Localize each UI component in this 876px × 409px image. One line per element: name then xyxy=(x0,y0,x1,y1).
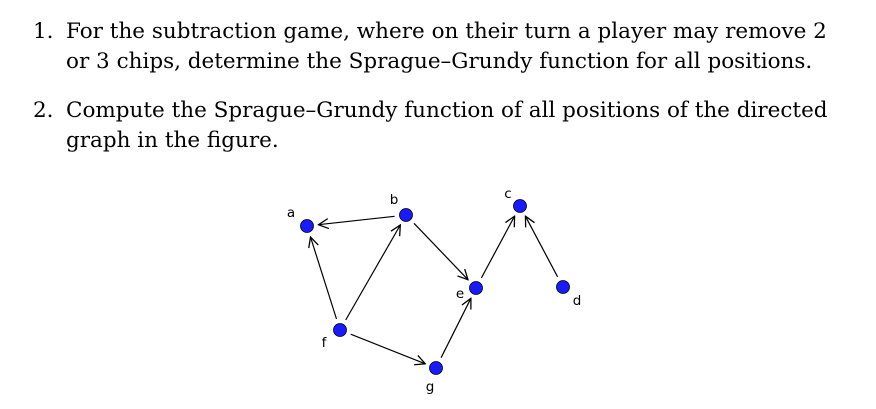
edge-b-to-e xyxy=(413,222,468,279)
graph-edges xyxy=(311,215,559,364)
node-label-b: b xyxy=(390,192,399,208)
problem-1-number: 1. xyxy=(33,19,54,44)
node-f xyxy=(333,323,347,337)
problem-2-line-1: Compute the Sprague–Grundy function of a… xyxy=(66,98,828,123)
node-label-f: f xyxy=(322,335,328,351)
node-a xyxy=(300,219,314,233)
node-label-d: d xyxy=(573,293,582,309)
edge-f-to-b xyxy=(345,225,401,321)
graph-labels: a b c d e f g xyxy=(287,186,581,395)
graph-nodes xyxy=(300,199,570,375)
node-d xyxy=(556,280,570,294)
node-label-e: e xyxy=(456,286,464,302)
edge-f-to-a xyxy=(311,237,338,320)
node-label-c: c xyxy=(504,186,511,202)
node-g xyxy=(429,361,443,375)
problem-1-line-1: For the subtraction game, where on their… xyxy=(66,19,827,44)
problem-1-line-2: or 3 chips, determine the Sprague–Grundy… xyxy=(66,49,813,74)
node-b xyxy=(399,208,413,222)
edge-e-to-c xyxy=(480,216,514,279)
node-c xyxy=(513,199,527,213)
edge-g-to-e xyxy=(440,298,471,358)
problem-2-number: 2. xyxy=(33,98,54,123)
edge-d-to-c xyxy=(525,216,559,278)
node-label-g: g xyxy=(426,379,435,395)
problem-2-line-2: graph in the figure. xyxy=(66,128,279,153)
edge-b-to-a xyxy=(318,215,395,224)
node-label-a: a xyxy=(287,205,295,221)
edge-f-to-g xyxy=(350,333,426,364)
node-e xyxy=(469,281,483,295)
